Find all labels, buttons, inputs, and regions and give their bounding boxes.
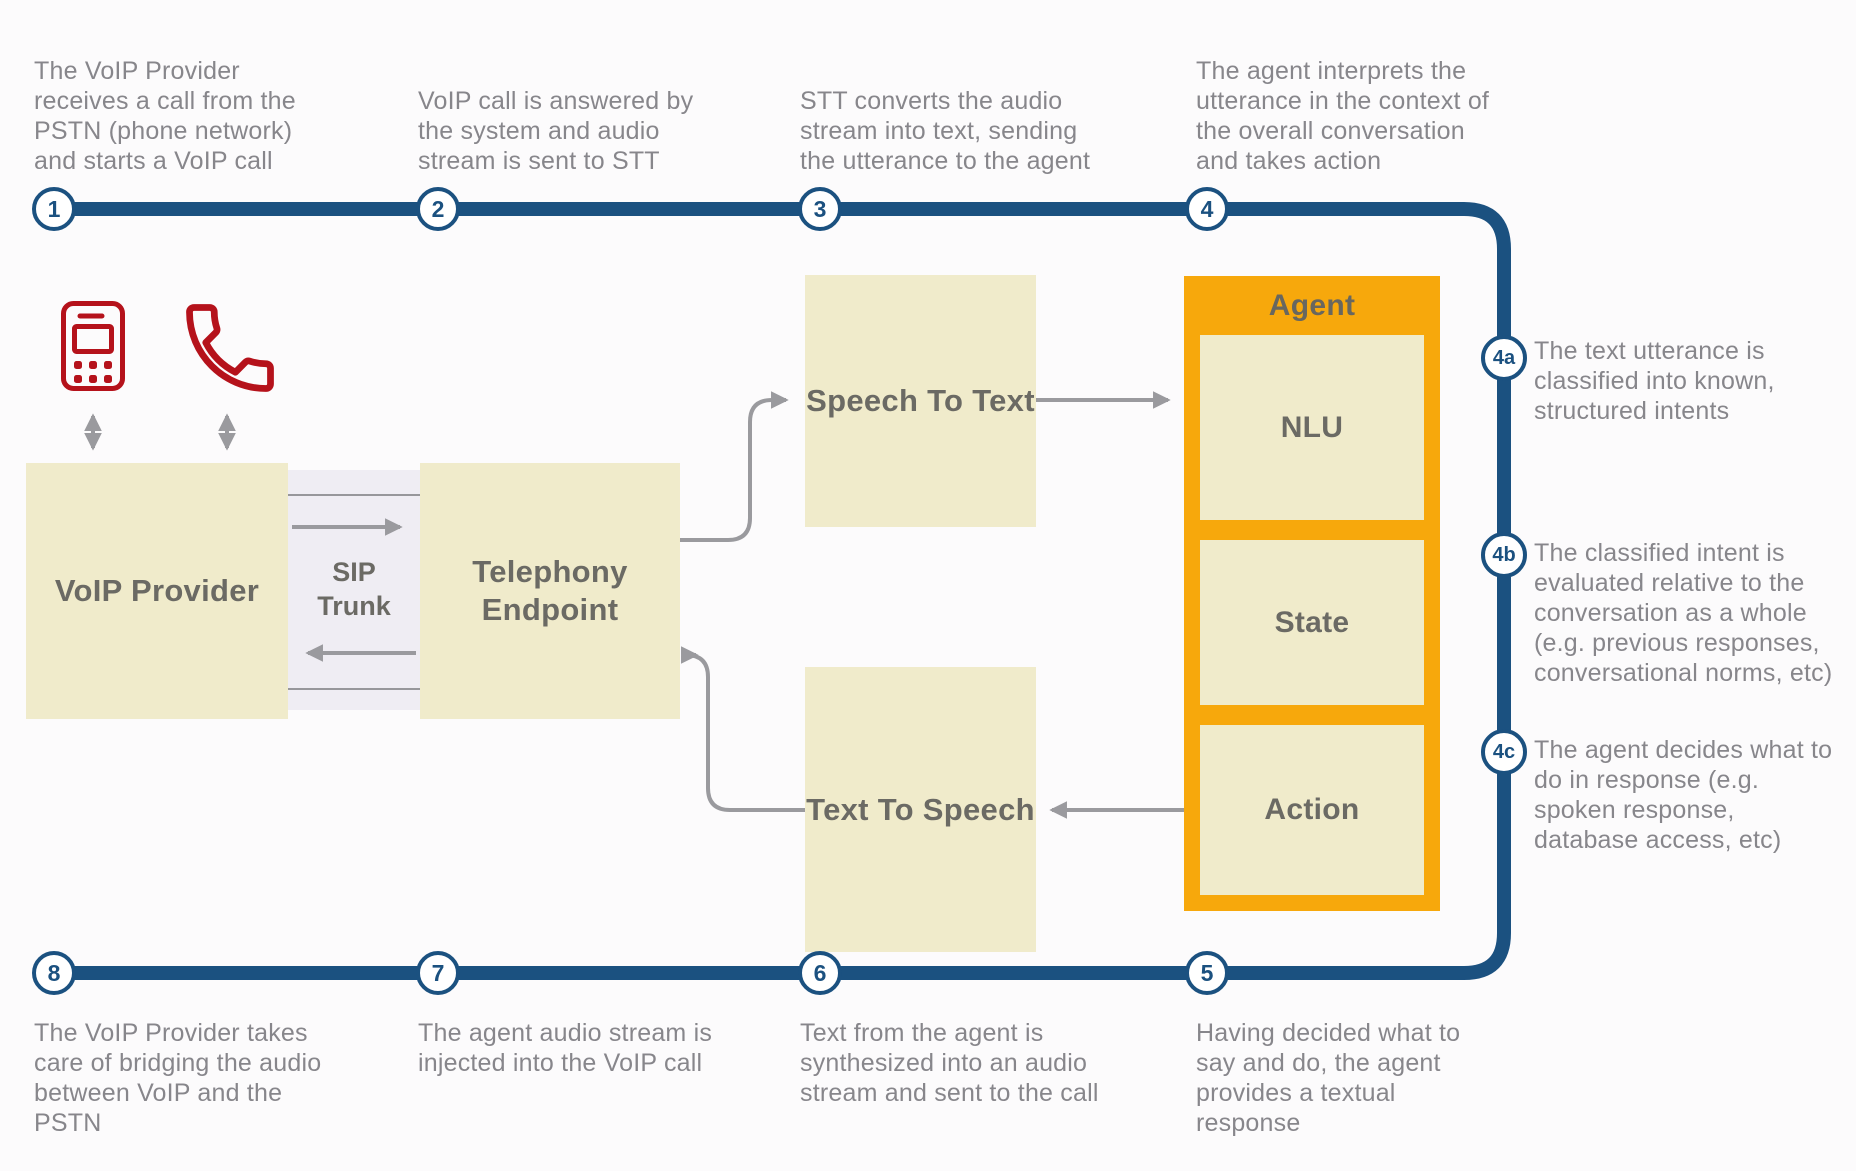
step-2-number: 2 bbox=[431, 195, 445, 222]
step-circle-4: 4 bbox=[1185, 187, 1229, 231]
step-circle-4b: 4b bbox=[1481, 532, 1527, 578]
step-circle-5: 5 bbox=[1185, 951, 1229, 995]
voip-provider-box: VoIP Provider bbox=[26, 463, 288, 719]
step-7-description: The agent audio stream is injected into … bbox=[418, 1019, 713, 1077]
voip-provider-label: VoIP Provider bbox=[54, 573, 260, 608]
step-4a-description: The text utterance is classified into kn… bbox=[1534, 337, 1775, 425]
step-circle-2: 2 bbox=[416, 187, 460, 231]
step-1-description: The VoIP Provider receives a call from t… bbox=[34, 57, 296, 175]
step-5-description: Having decided what to say and do, the a… bbox=[1196, 1019, 1461, 1137]
agent-state-box: State bbox=[1200, 540, 1424, 705]
sip-trunk-label: SIP Trunk bbox=[317, 557, 391, 621]
step-circle-4c: 4c bbox=[1481, 729, 1527, 775]
step-circle-8: 8 bbox=[32, 951, 76, 995]
text-to-speech-label: Text To Speech bbox=[806, 791, 1035, 827]
sip-trunk-bottom-rule bbox=[288, 688, 420, 690]
step-8-description: The VoIP Provider takes care of bridging… bbox=[34, 1019, 322, 1137]
step-6-number: 6 bbox=[813, 959, 827, 986]
step-4-number: 4 bbox=[1200, 195, 1214, 222]
agent-box: Agent NLU State Action bbox=[1184, 276, 1440, 911]
step-4b-description: The classified intent is evaluated relat… bbox=[1534, 539, 1833, 687]
step-4c-number: 4c bbox=[1492, 740, 1516, 763]
speech-to-text-box: Speech To Text bbox=[805, 275, 1036, 527]
step-1-number: 1 bbox=[47, 195, 61, 222]
sip-trunk-top-rule bbox=[288, 494, 420, 496]
step-4c-description: The agent decides what to do in response… bbox=[1534, 736, 1833, 854]
step-4a-number: 4a bbox=[1492, 346, 1516, 369]
step-circle-6: 6 bbox=[798, 951, 842, 995]
text-to-speech-box: Text To Speech bbox=[805, 667, 1036, 952]
step-3-description: STT converts the audio stream into text,… bbox=[800, 87, 1091, 175]
step-circle-4a: 4a bbox=[1481, 335, 1527, 381]
step-6-description: Text from the agent is synthesized into … bbox=[800, 1019, 1099, 1107]
endpoint-to-stt-connector bbox=[680, 391, 789, 542]
step-7-number: 7 bbox=[431, 959, 445, 986]
step-8-number: 8 bbox=[47, 959, 61, 986]
telephony-endpoint-box: Telephony Endpoint bbox=[420, 463, 680, 719]
step-circle-1: 1 bbox=[32, 187, 76, 231]
agent-nlu-box: NLU bbox=[1200, 335, 1424, 520]
agent-label: Agent bbox=[1268, 288, 1356, 322]
step-4-description: The agent interprets the utterance in th… bbox=[1196, 57, 1490, 175]
tts-to-endpoint-connector bbox=[681, 646, 805, 812]
step-circle-3: 3 bbox=[798, 187, 842, 231]
step-circle-7: 7 bbox=[416, 951, 460, 995]
agent-action-box: Action bbox=[1200, 725, 1424, 895]
step-4b-number: 4b bbox=[1492, 543, 1516, 566]
step-3-number: 3 bbox=[813, 195, 827, 222]
step-5-number: 5 bbox=[1200, 959, 1214, 986]
speech-to-text-label: Speech To Text bbox=[806, 383, 1035, 418]
phone-handset-icon bbox=[186, 304, 274, 392]
telephony-endpoint-label: Telephony Endpoint bbox=[472, 554, 628, 627]
step-2-description: VoIP call is answered by the system and … bbox=[418, 87, 694, 175]
mobile-phone-icon bbox=[61, 301, 125, 391]
